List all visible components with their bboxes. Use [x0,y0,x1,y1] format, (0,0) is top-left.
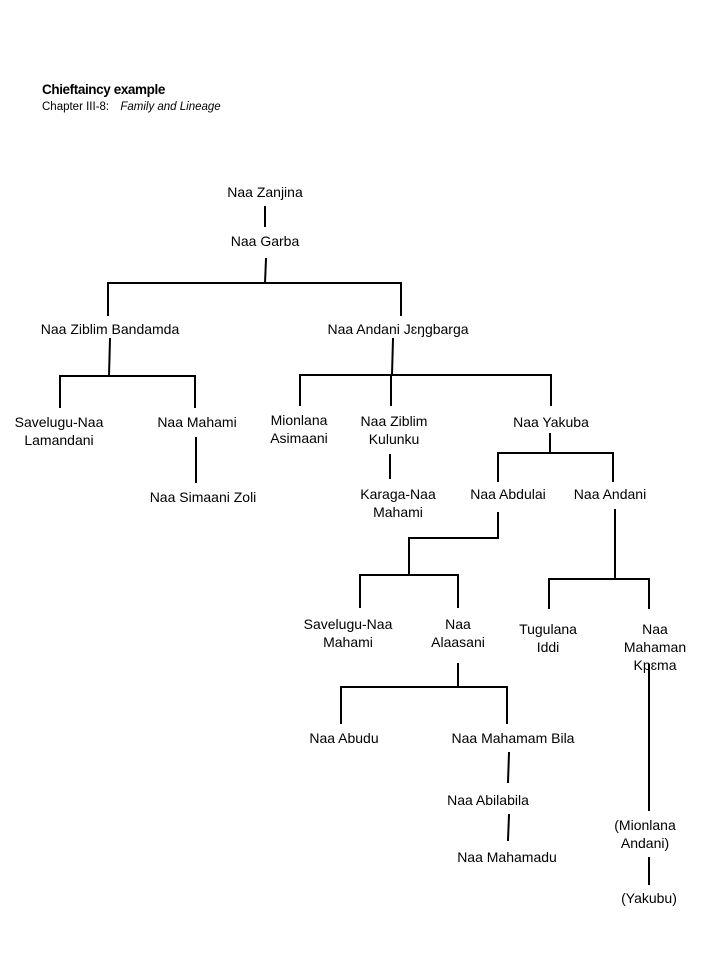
node-naa-abudu: Naa Abudu [309,730,379,746]
node-naa-andani: Naa Andani [573,486,647,502]
page-title: Chieftaincy example [42,82,165,97]
node-tugulana-iddi: Tugulana Iddi [519,620,577,656]
node-naa-simaani-zoli: Naa Simaani Zoli [149,489,257,505]
node-naa-abilabila: Naa Abilabila [447,792,529,808]
node-naa-garba: Naa Garba [230,233,300,249]
node-karaga-naa-mahami: Karaga-Naa Mahami [360,485,436,521]
node-naa-mahami: Naa Mahami [157,414,237,430]
node-label: Naa Mahaman Kpɛma [623,621,687,673]
edge-abilabila-mahamadu [506,813,511,842]
node-mionlana-asimaani: Mionlana Asimaani [270,411,328,447]
page-subtitle: Chapter III-8: Family and Lineage [42,99,221,115]
node-naa-alaasani: Naa Alaasani [431,615,485,651]
edge-bila-abilabila [506,751,511,784]
chapter-topic: Family and Lineage [120,101,221,113]
edge-garba-stem [263,257,268,285]
node-naa-andani-jengbarga: Naa Andani Jɛŋgbarga [327,321,469,337]
node-naa-zanjina: Naa Zanjina [227,184,303,200]
node-label: (Mionlana Andani) [614,817,676,851]
node-label: Karaga-Naa Mahami [360,486,436,520]
node-savelugu-naa-mahami: Savelugu-Naa Mahami [304,615,393,651]
chapter-label: Chapter III-8: [42,101,110,113]
node-label: Naa Ziblim Kulunku [360,413,428,447]
node-label: Mionlana Asimaani [270,412,328,446]
node-mionlana-andani: (Mionlana Andani) [614,816,675,852]
page-header: Chieftaincy example Chapter III-8: Famil… [42,82,221,115]
node-savelugu-naa-lamandani: Savelugu-Naa Lamandani [15,413,104,449]
node-naa-mahaman-kpema: Naa Mahaman Kpɛma [623,620,688,674]
node-label: Savelugu-Naa Lamandani [14,414,104,448]
node-naa-mahamam-bila: Naa Mahamam Bila [451,730,575,746]
node-label: Savelugu-Naa Mahami [303,616,393,650]
node-naa-ziblim-bandamda: Naa Ziblim Bandamda [40,321,180,337]
edge-jengbarga-stem [390,337,395,377]
node-label: Naa Alaasani [431,616,485,650]
node-yakubu: (Yakubu) [621,890,677,906]
node-naa-ziblim-kulunku: Naa Ziblim Kulunku [361,412,428,448]
node-naa-mahamadu: Naa Mahamadu [457,849,557,865]
node-naa-yakuba: Naa Yakuba [513,414,589,430]
node-naa-abdulai: Naa Abdulai [470,486,546,502]
node-label: Tugulana Iddi [519,621,577,655]
edge-bandamda-stem [107,337,112,378]
